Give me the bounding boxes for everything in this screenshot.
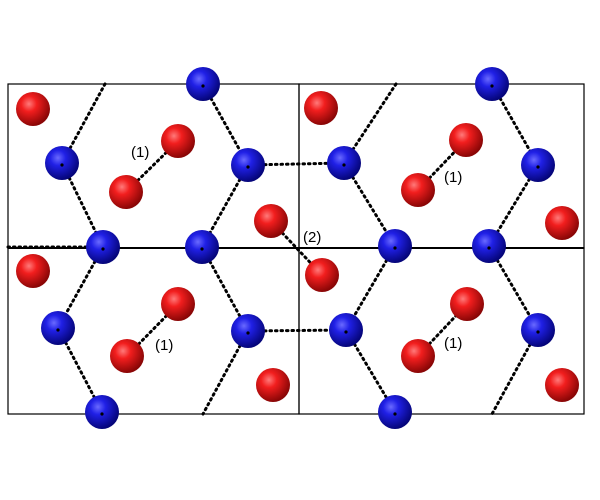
- red-atom: [304, 91, 338, 125]
- blue-atom: [186, 67, 220, 101]
- label-bond-1-top-left: (1): [131, 144, 149, 161]
- blue-atom: [41, 311, 75, 345]
- blue-atom: [327, 146, 361, 180]
- red-atom: [16, 92, 50, 126]
- red-atom: [449, 123, 483, 157]
- blue-atom: [85, 395, 119, 429]
- red-atoms: [16, 91, 579, 402]
- red-atom: [450, 287, 484, 321]
- blue-atom: [378, 395, 412, 429]
- red-atom: [16, 254, 50, 288]
- red-atom: [545, 206, 579, 240]
- label-bond-1-bottom-right: (1): [444, 335, 462, 352]
- blue-atom: [378, 229, 412, 263]
- blue-atom-centers: [56, 84, 540, 416]
- red-atom: [401, 173, 435, 207]
- red-atom: [256, 368, 290, 402]
- blue-atoms: [41, 67, 555, 429]
- label-bond-1-bottom-left: (1): [155, 337, 173, 354]
- blue-atom: [472, 229, 506, 263]
- red-atom: [161, 287, 195, 321]
- label-bond-1-top-right: (1): [444, 169, 462, 186]
- red-atom: [109, 175, 143, 209]
- red-atom: [401, 339, 435, 373]
- blue-atom: [185, 230, 219, 264]
- blue-atom: [45, 146, 79, 180]
- red-atom: [545, 368, 579, 402]
- blue-atom: [86, 230, 120, 264]
- blue-atom: [521, 148, 555, 182]
- red-atom: [110, 339, 144, 373]
- blue-atom: [475, 67, 509, 101]
- blue-atom: [231, 314, 265, 348]
- blue-atom: [231, 148, 265, 182]
- bond-labels: (1) (1) (1) (1) (2): [131, 144, 462, 354]
- red-atom: [161, 124, 195, 158]
- blue-atom: [329, 313, 363, 347]
- label-bond-2: (2): [303, 229, 321, 246]
- red-atom: [305, 258, 339, 292]
- blue-atom: [521, 313, 555, 347]
- red-atom: [254, 204, 288, 238]
